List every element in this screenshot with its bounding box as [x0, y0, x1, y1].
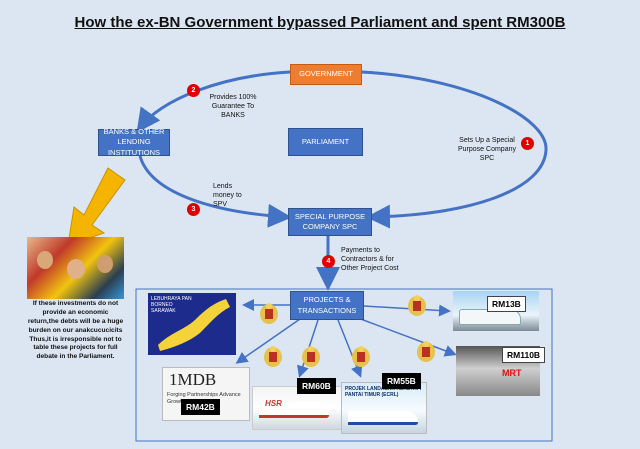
hsr-logo-text: HSR: [265, 399, 282, 408]
government-seal-icon: [302, 346, 320, 367]
node-projects: PROJECTS & TRANSACTIONS: [290, 291, 364, 320]
mrt-logo-text: MRT: [502, 368, 522, 378]
1mdb-tagline: Forging Partnerships Advance Growth: [167, 392, 241, 405]
ecrl-train-image: PROJEK LANDASAN KERETAPI PANTAI TIMUR (E…: [341, 382, 427, 434]
step-badge-3: 3: [187, 203, 200, 216]
flow-arrow-banks-to-spc: [138, 155, 292, 228]
children-photo: [27, 237, 124, 299]
amount-label: RM110B: [502, 347, 546, 363]
government-seal-icon: [417, 341, 435, 362]
projects-container: [135, 288, 553, 442]
node-parliament: PARLIAMENT: [288, 128, 363, 156]
warning-arrow: [67, 167, 126, 246]
node-banks: BANKS & OTHER LENDING INSTITUTIONS: [98, 127, 170, 157]
step-label-4: Payments to Contractors & for Other Proj…: [341, 247, 399, 273]
amount-label: RM55B: [382, 373, 421, 389]
map-label: LEBUHRAYA PAN BORNEO SARAWAK: [151, 296, 192, 314]
government-seal-icon: [260, 303, 278, 324]
ecrl-label: PROJEK LANDASAN KERETAPI PANTAI TIMUR (E…: [345, 386, 422, 398]
step-badge-2: 2: [187, 84, 200, 97]
flow-arrow-government-to-spc: [361, 70, 548, 229]
step-label-3: Lends money to SPV: [213, 183, 242, 209]
government-seal-icon: [264, 346, 282, 367]
step-badge-1: 1: [521, 137, 534, 150]
step-label-1: Sets Up a Special Purpose Company SPC: [458, 137, 516, 163]
node-government: GOVERNMENT: [290, 64, 362, 85]
pan-borneo-map: LEBUHRAYA PAN BORNEO SARAWAK: [148, 293, 236, 355]
warning-text: If these investments do not provide an e…: [27, 300, 124, 361]
government-seal-icon: [352, 346, 370, 367]
step-badge-4: 4: [322, 255, 335, 268]
1mdb-logo-text: 1MDB: [169, 370, 217, 389]
government-seal-icon: [408, 295, 426, 316]
node-spc: SPECIAL PURPOSE COMPANY SPC: [288, 208, 372, 236]
diagram-title: How the ex-BN Government bypassed Parlia…: [74, 14, 566, 31]
amount-label: RM60B: [297, 378, 336, 394]
step-label-2: Provides 100% Guarantee To BANKS: [209, 94, 257, 120]
amount-label: RM42B: [181, 399, 220, 415]
1mdb-logo-image: 1MDB Forging Partnerships Advance Growth: [162, 367, 250, 421]
amount-label: RM13B: [487, 296, 526, 312]
